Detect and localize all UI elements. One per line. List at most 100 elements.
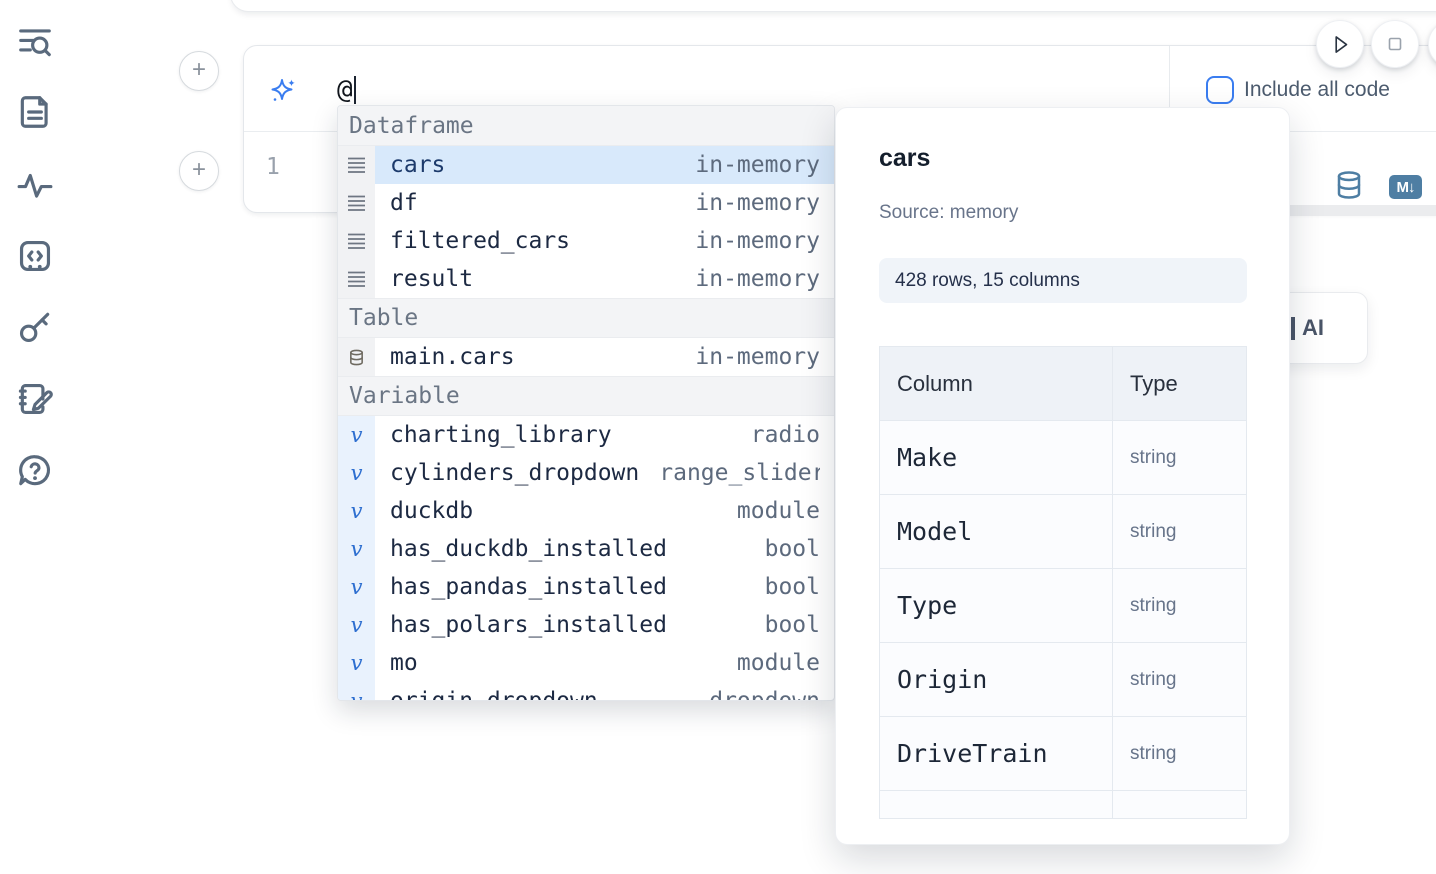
database-icon [350, 349, 363, 365]
item-name: cars [390, 152, 446, 178]
dataframe-preview-panel: cars Source: memory 428 rows, 15 columns… [835, 107, 1290, 845]
autocomplete-item[interactable]: result in-memory [338, 260, 834, 298]
ai-sparkle-icon [271, 79, 295, 101]
column-name-cell: Model [880, 495, 1113, 568]
scratchpad-icon[interactable] [16, 380, 54, 418]
variable-icon: v [350, 575, 363, 599]
item-type: in-memory [695, 266, 820, 292]
item-name: cylinders_dropdown [390, 460, 640, 486]
run-cell-button[interactable] [1316, 20, 1364, 68]
help-chat-icon[interactable] [16, 452, 54, 490]
database-icon[interactable] [1334, 170, 1364, 200]
code-editor[interactable]: 1 [244, 132, 1436, 212]
item-type: range_slider [659, 460, 820, 486]
schema-table-row: DriveTrain string [880, 717, 1246, 791]
item-type: in-memory [695, 344, 820, 370]
sidebar [0, 0, 72, 874]
schema-table-row: Type string [880, 569, 1246, 643]
autocomplete-section-header: Table [338, 298, 834, 338]
schema-table-row: Make string [880, 421, 1246, 495]
dataframe-rows-icon [348, 195, 365, 211]
ai-prompt-value: @ [337, 75, 353, 105]
add-cell-below-button[interactable]: + [179, 151, 219, 191]
item-name: has_pandas_installed [390, 574, 667, 600]
dataframe-rows-icon [348, 157, 365, 173]
variable-icon: v [350, 613, 363, 637]
item-icon-gutter: v [338, 454, 375, 492]
autocomplete-item[interactable]: v cylinders_dropdown range_slider [338, 454, 834, 492]
autocomplete-item[interactable]: cars in-memory [338, 146, 834, 184]
activity-icon[interactable] [16, 166, 54, 204]
item-icon-gutter: v [338, 492, 375, 530]
item-icon-gutter: v [338, 682, 375, 700]
ai-action-label: AI [1302, 315, 1324, 340]
item-name: charting_library [390, 422, 612, 448]
item-icon-gutter [338, 338, 375, 376]
type-header: Type [1130, 370, 1178, 396]
previous-cell-edge [230, 0, 1436, 12]
document-icon[interactable] [16, 93, 54, 131]
autocomplete-section-table: Table main.cars in-memory [338, 298, 834, 376]
item-name: main.cars [390, 344, 515, 370]
variable-icon: v [350, 461, 363, 485]
key-icon[interactable] [16, 308, 54, 346]
dataframe-rows-icon [348, 233, 365, 249]
markdown-convert-label: M↓ [1396, 178, 1416, 196]
item-icon-gutter [338, 146, 375, 184]
preview-title: cars [879, 144, 931, 172]
item-type: in-memory [695, 190, 820, 216]
item-type: bool [764, 536, 820, 562]
item-name: result [390, 266, 474, 292]
column-name-cell: Type [880, 569, 1113, 642]
ai-prompt-row: @ Include all code [244, 46, 1436, 132]
schema-table-row: Origin string [880, 643, 1246, 717]
item-name: duckdb [390, 498, 474, 524]
item-icon-gutter [338, 260, 375, 298]
autocomplete-item[interactable]: v has_pandas_installed bool [338, 568, 834, 606]
column-type-cell [1113, 791, 1246, 818]
item-type: dropdown [709, 688, 820, 701]
autocomplete-item[interactable]: main.cars in-memory [338, 338, 834, 376]
prompt-divider [1169, 46, 1170, 131]
cell-output-divider [1270, 205, 1436, 216]
item-type: in-memory [695, 228, 820, 254]
item-name: mo [390, 650, 418, 676]
item-icon-gutter: v [338, 606, 375, 644]
toc-search-icon[interactable] [16, 23, 54, 61]
code-snippets-icon[interactable] [16, 237, 54, 275]
column-type-cell: string [1130, 668, 1177, 690]
column-type-cell: string [1130, 742, 1177, 764]
item-name: has_duckdb_installed [390, 536, 667, 562]
text-cursor [353, 76, 356, 104]
schema-table-row [880, 791, 1246, 818]
variable-icon: v [350, 651, 363, 675]
column-name-cell [880, 791, 1113, 818]
stop-icon [1388, 37, 1402, 51]
column-name-cell: Origin [880, 643, 1113, 716]
include-all-code-checkbox[interactable] [1206, 76, 1234, 104]
column-name-cell: Make [880, 421, 1113, 494]
variable-icon: v [350, 499, 363, 523]
column-type-cell: string [1130, 594, 1177, 616]
stop-button[interactable] [1371, 20, 1419, 68]
column-name-cell: DriveTrain [880, 717, 1113, 790]
item-type: in-memory [695, 152, 820, 178]
item-type: bool [764, 574, 820, 600]
ai-prompt-input[interactable]: @ [337, 73, 356, 107]
item-icon-gutter [338, 222, 375, 260]
column-type-cell: string [1130, 446, 1177, 468]
markdown-convert-button[interactable]: M↓ [1389, 175, 1422, 199]
add-cell-above-button[interactable]: + [179, 51, 219, 91]
